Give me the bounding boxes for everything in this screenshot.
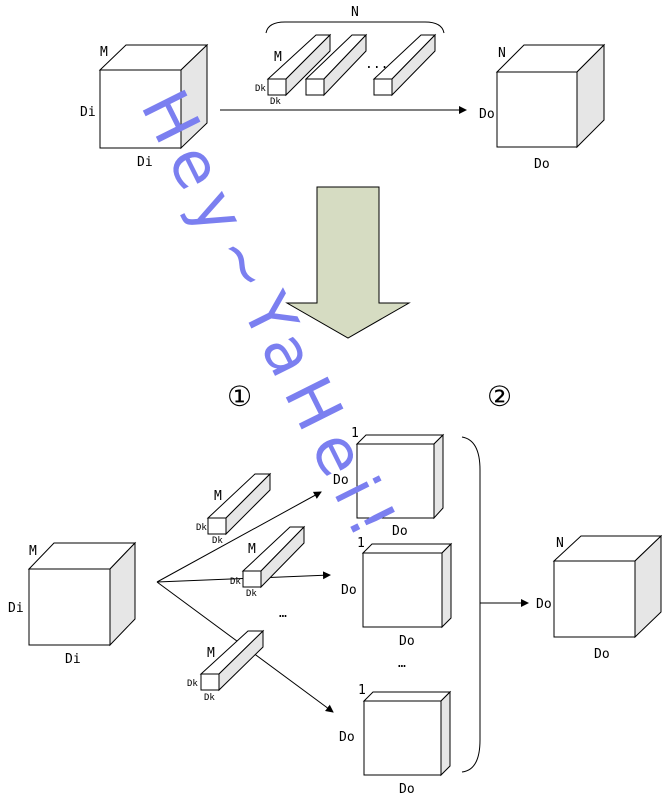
kernel-b3-width-label: Dk bbox=[204, 693, 215, 703]
output-slice-3 bbox=[362, 690, 452, 777]
kernel-top-2 bbox=[304, 33, 368, 97]
input-bottom-width-label: Di bbox=[65, 652, 81, 667]
kernel-width-label: Dk bbox=[270, 97, 281, 107]
slice-2-width-label: Do bbox=[399, 634, 415, 649]
kernel-b2-height-label: Dk bbox=[230, 577, 241, 587]
input-height-label: Di bbox=[80, 105, 96, 120]
kernel-b2-width-label: Dk bbox=[246, 589, 257, 599]
slice-1-width-label: Do bbox=[392, 524, 408, 539]
slice-2-height-label: Do bbox=[341, 583, 357, 598]
kernel-b3-height-label: Dk bbox=[187, 679, 198, 689]
kernel-bottom-3 bbox=[199, 629, 265, 692]
output-cube-bottom bbox=[552, 534, 662, 639]
output-slice-1 bbox=[355, 433, 445, 520]
filter-count-label: N bbox=[351, 5, 359, 20]
fan-arrow-1 bbox=[156, 491, 322, 583]
filter-count-brace bbox=[265, 21, 445, 34]
output-height-label: Do bbox=[479, 107, 495, 122]
final-width-label: Do bbox=[594, 647, 610, 662]
kernel-b2-channels-label: M bbox=[248, 542, 256, 557]
kernel-bottom-2 bbox=[241, 525, 306, 589]
kernel-bottom-1 bbox=[206, 472, 272, 536]
slice-3-height-label: Do bbox=[339, 730, 355, 745]
kernel-height-label: Dk bbox=[255, 84, 266, 94]
slice-3-width-label: Do bbox=[399, 782, 415, 797]
input-bottom-channels-label: M bbox=[29, 544, 37, 559]
kernel-b1-channels-label: M bbox=[214, 489, 222, 504]
step-2-marker: ② bbox=[487, 380, 512, 413]
output-slice-2 bbox=[361, 542, 453, 629]
kernel-top-3 bbox=[372, 33, 437, 97]
kernel-channels-label: M bbox=[274, 50, 282, 65]
transform-down-arrow bbox=[285, 186, 411, 339]
final-channels-label: N bbox=[556, 536, 564, 551]
final-height-label: Do bbox=[536, 597, 552, 612]
kernel-b1-height-label: Dk bbox=[196, 523, 207, 533]
slice-1-height-label: Do bbox=[333, 473, 349, 488]
kernel-top-1 bbox=[266, 33, 332, 97]
input-cube-top bbox=[98, 43, 209, 150]
kernel-bottom-ellipsis: … bbox=[279, 606, 287, 621]
input-channels-label: M bbox=[100, 45, 108, 60]
kernel-ellipsis: ... bbox=[365, 57, 388, 72]
output-cube-top bbox=[495, 43, 606, 149]
slice-3-depth-label: 1 bbox=[358, 683, 366, 698]
kernel-b3-channels-label: M bbox=[207, 646, 215, 661]
slices-group-brace bbox=[461, 436, 481, 773]
step-1-marker: ① bbox=[227, 380, 252, 413]
output-channels-label: N bbox=[498, 46, 506, 61]
input-cube-bottom bbox=[27, 541, 137, 647]
output-width-label: Do bbox=[534, 157, 550, 172]
kernel-b1-width-label: Dk bbox=[212, 536, 223, 546]
slice-ellipsis: … bbox=[398, 656, 406, 671]
slice-2-depth-label: 1 bbox=[357, 536, 365, 551]
slice-1-depth-label: 1 bbox=[351, 426, 359, 441]
input-width-label: Di bbox=[137, 155, 153, 170]
input-bottom-height-label: Di bbox=[8, 601, 24, 616]
